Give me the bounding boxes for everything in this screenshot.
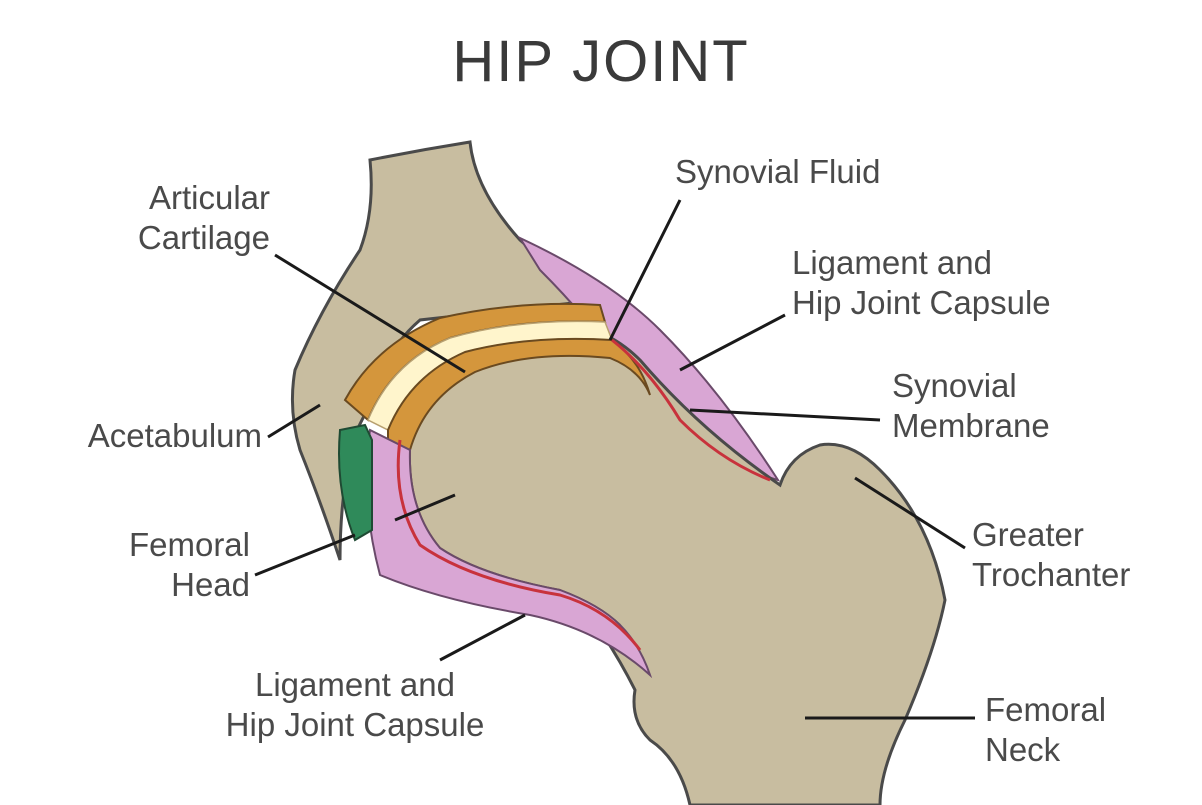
- leader-ligament-upper: [680, 315, 785, 370]
- label-femoral-head: Femoral Head: [60, 525, 250, 605]
- label-greater-trochanter: Greater Trochanter: [972, 515, 1130, 595]
- label-line: Cartilage: [80, 218, 270, 258]
- label-line: Neck: [985, 730, 1106, 770]
- page-title: HIP JOINT: [0, 28, 1202, 95]
- label-synovial-membrane: Synovial Membrane: [892, 366, 1050, 446]
- label-line: Hip Joint Capsule: [792, 283, 1051, 323]
- label-line: Femoral: [60, 525, 250, 565]
- label-line: Articular: [80, 178, 270, 218]
- label-articular-cartilage: Articular Cartilage: [80, 178, 270, 258]
- label-acetabulum: Acetabulum: [10, 416, 262, 456]
- label-line: Ligament and: [170, 665, 540, 705]
- label-line: Greater: [972, 515, 1130, 555]
- label-line: Synovial Fluid: [675, 152, 880, 192]
- leader-ligament-lower: [440, 615, 525, 660]
- label-line: Hip Joint Capsule: [170, 705, 540, 745]
- label-line: Trochanter: [972, 555, 1130, 595]
- label-line: Membrane: [892, 406, 1050, 446]
- label-ligament-upper: Ligament and Hip Joint Capsule: [792, 243, 1051, 323]
- label-line: Ligament and: [792, 243, 1051, 283]
- label-ligament-lower: Ligament and Hip Joint Capsule: [170, 665, 540, 745]
- labrum: [339, 425, 372, 540]
- label-line: Femoral: [985, 690, 1106, 730]
- label-line: Head: [60, 565, 250, 605]
- label-femoral-neck: Femoral Neck: [985, 690, 1106, 770]
- label-synovial-fluid: Synovial Fluid: [675, 152, 880, 192]
- label-line: Acetabulum: [10, 416, 262, 456]
- label-line: Synovial: [892, 366, 1050, 406]
